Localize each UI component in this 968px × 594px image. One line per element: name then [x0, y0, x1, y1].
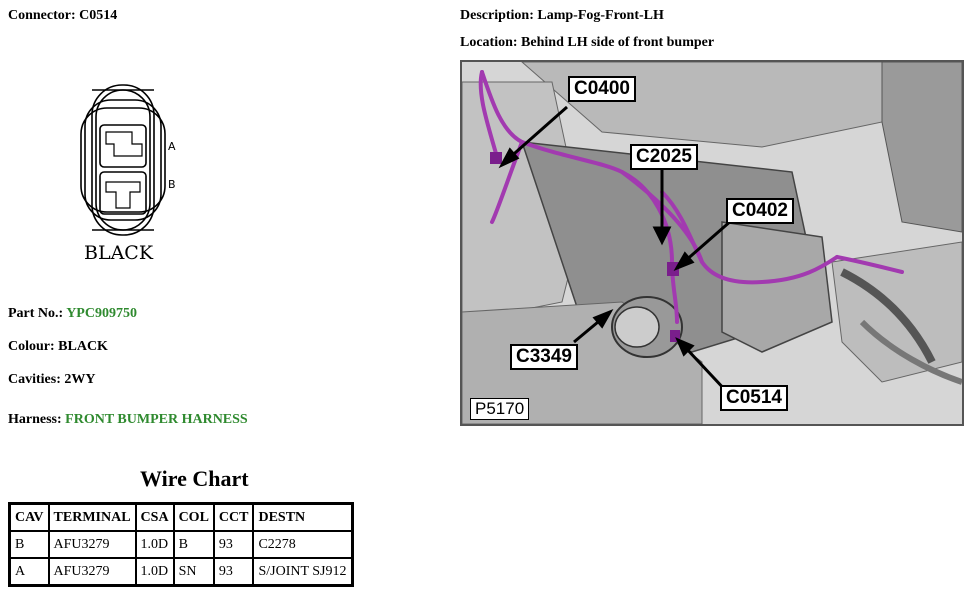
cell: C2278 — [252, 530, 354, 559]
callout-c3349: C3349 — [510, 344, 578, 370]
callout-c0514: C0514 — [720, 385, 788, 411]
colour-text: Colour: BLACK — [8, 339, 108, 354]
pin-a-label: A — [168, 140, 176, 153]
harness-label: Harness: — [8, 412, 66, 427]
header-destn: DESTN — [252, 502, 354, 532]
connector-label: Connector: C0514 — [8, 8, 118, 23]
cell: 93 — [212, 530, 255, 559]
part-value: YPC909750 — [66, 306, 137, 321]
photo-reference: P5170 — [470, 398, 530, 420]
connector-drawing — [80, 84, 166, 236]
header-terminal: TERMINAL — [47, 502, 137, 532]
connector-colour-label: BLACK — [84, 242, 154, 264]
callout-c2025: C2025 — [630, 144, 698, 170]
cell: A — [8, 557, 50, 587]
part-number: Part No.: YPC909750 — [8, 306, 137, 322]
connector-diagram: A B BLACK — [70, 80, 190, 270]
cavities-text: Cavities: 2WY — [8, 372, 96, 387]
pin-b-label: B — [168, 178, 176, 191]
harness-text: Harness: FRONT BUMPER HARNESS — [8, 412, 248, 428]
header-cav: CAV — [8, 502, 50, 532]
table-row: A AFU3279 1.0D SN 93 S/JOINT SJ912 — [8, 557, 354, 587]
callout-c0400: C0400 — [568, 76, 636, 102]
table-row: B AFU3279 1.0D B 93 C2278 — [8, 530, 354, 559]
cell: SN — [172, 557, 215, 587]
header-col: COL — [172, 502, 215, 532]
header-csa: CSA — [134, 502, 175, 532]
cell: 1.0D — [134, 557, 175, 587]
cell: S/JOINT SJ912 — [252, 557, 354, 587]
cell: 93 — [212, 557, 255, 587]
harness-value: FRONT BUMPER HARNESS — [65, 412, 248, 427]
callout-c0402: C0402 — [726, 198, 794, 224]
part-label: Part No.: — [8, 306, 67, 321]
wire-chart-table: CAV TERMINAL CSA COL CCT DESTN B AFU3279… — [8, 502, 354, 587]
cell: 1.0D — [134, 530, 175, 559]
location-illustration: C0400 C2025 C0402 C3349 C0514 P5170 — [460, 60, 964, 426]
cell: B — [172, 530, 215, 559]
table-header-row: CAV TERMINAL CSA COL CCT DESTN — [8, 502, 354, 532]
wire-chart-title: Wire Chart — [140, 466, 249, 491]
header-cct: CCT — [212, 502, 255, 532]
description-text: Description: Lamp-Fog-Front-LH — [460, 8, 664, 23]
cell: B — [8, 530, 50, 559]
location-text: Location: Behind LH side of front bumper — [460, 35, 715, 50]
cell: AFU3279 — [47, 557, 137, 587]
cell: AFU3279 — [47, 530, 137, 559]
